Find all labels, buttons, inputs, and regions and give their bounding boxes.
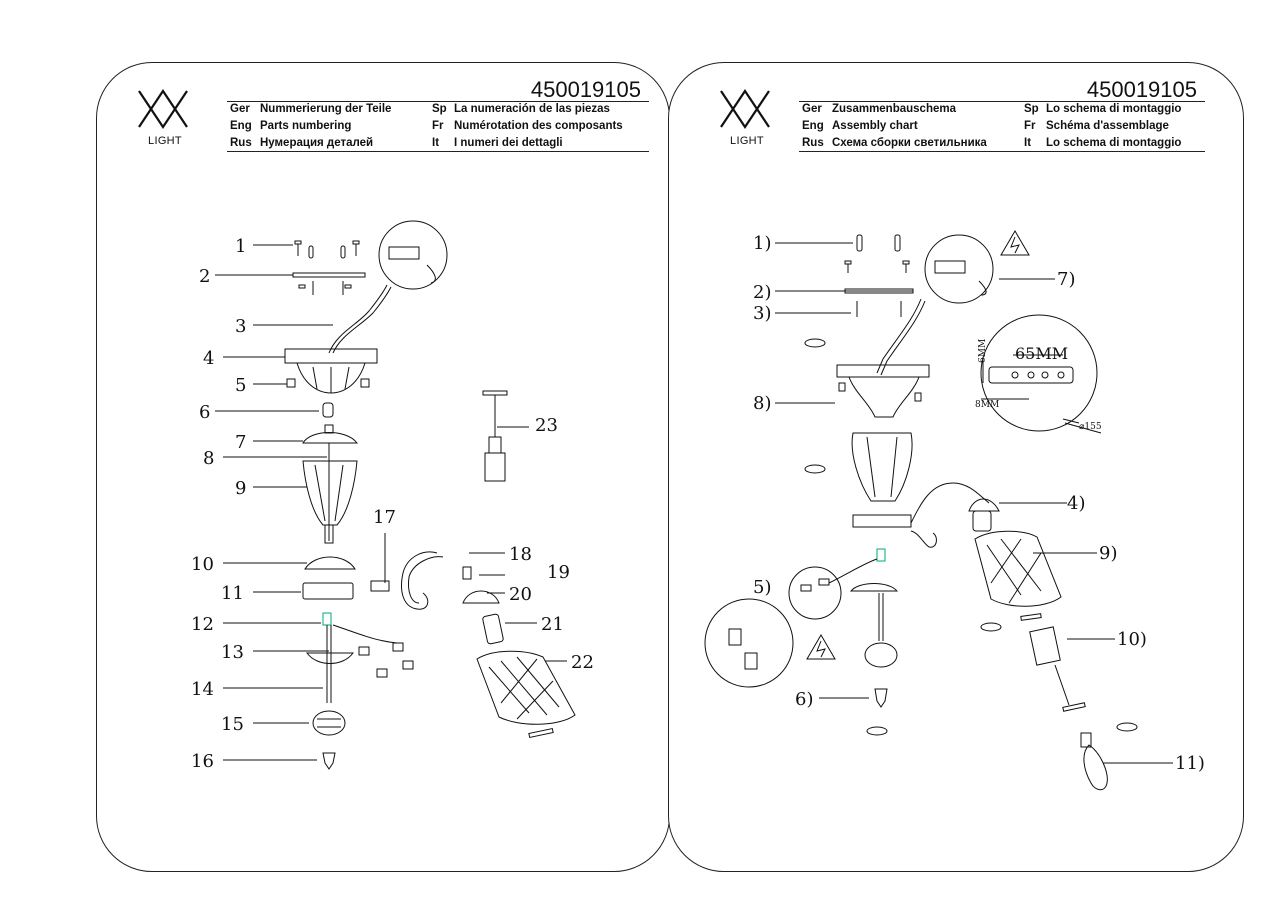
part-21-socket: [482, 613, 504, 645]
exploded-parts-drawing: 1 2 3 4 5 6 7 8 9 10 11 12 13 14 15 16 1…: [191, 220, 594, 772]
article-number: 450019105: [1086, 77, 1197, 102]
callout-5: 5: [235, 375, 246, 396]
callout-2: 2): [753, 282, 771, 303]
callout-9: 9): [1099, 543, 1117, 564]
part-1-screws: [294, 240, 360, 259]
part-19-nipple: [462, 566, 472, 580]
part-6-coupling: [322, 402, 334, 418]
callout-9: 9: [235, 478, 246, 499]
logo-text: LIGHT: [148, 135, 182, 147]
part-11-ring: [302, 582, 354, 600]
callout-17: 17: [373, 507, 396, 528]
dimension-diameter: ⌀155: [1079, 422, 1102, 432]
callout-8: 8): [753, 393, 771, 414]
part-18-arm: [401, 551, 438, 610]
callout-8: 8: [203, 448, 214, 469]
callout-4: 4): [1067, 493, 1085, 514]
part-10-cup: [304, 556, 356, 570]
callout-16: 16: [191, 751, 214, 772]
callout-4: 4: [203, 348, 214, 369]
dimension-offset: 8MM: [975, 400, 999, 410]
part-20-cup: [462, 590, 500, 604]
header-rule-bottom: [799, 151, 1205, 152]
part-15-ball: [312, 710, 346, 736]
part-12-14-stem: [306, 612, 414, 703]
part-16-finial: [322, 752, 336, 770]
part-5-nut: [286, 378, 296, 388]
callout-11: 11): [1175, 753, 1205, 774]
callout-7: 7): [1057, 269, 1075, 290]
callout-11: 11: [221, 583, 244, 604]
callout-3: 3: [235, 316, 246, 337]
dimension-height: 6MM: [978, 339, 988, 363]
callout-7: 7: [235, 432, 246, 453]
callout-15: 15: [221, 714, 244, 735]
logo-text: LIGHT: [730, 135, 764, 147]
callout-12: 12: [191, 614, 214, 635]
callout-20: 20: [509, 584, 532, 605]
header-rule-top: [799, 101, 1205, 102]
callout-5: 5): [753, 577, 771, 598]
callout-13: 13: [221, 642, 244, 663]
part-7-9-body: [302, 424, 358, 544]
callout-18: 18: [509, 544, 532, 565]
mw-light-logo: [717, 83, 773, 153]
callout-23: 23: [535, 415, 558, 436]
part-3-wires: [328, 220, 448, 354]
callout-19: 19: [547, 562, 570, 583]
callout-6: 6: [199, 402, 210, 423]
callout-3: 3): [753, 303, 771, 324]
part-17-connector: [370, 580, 390, 592]
callout-1: 1): [753, 233, 771, 254]
callout-1: 1: [235, 236, 246, 257]
header-rule-top: [227, 101, 649, 102]
header-rule-bottom: [227, 151, 649, 152]
part-4-canopy: [284, 348, 378, 394]
callout-22: 22: [571, 652, 594, 673]
callout-14: 14: [191, 679, 214, 700]
part-2-mounting-plate: [292, 272, 366, 295]
part-23-tool: [482, 390, 508, 482]
mw-light-logo: [135, 83, 191, 153]
callout-10: 10): [1117, 629, 1147, 650]
callout-6: 6): [795, 689, 813, 710]
article-number: 450019105: [530, 77, 641, 102]
callout-2: 2: [199, 266, 210, 287]
part-22-shade: [476, 650, 576, 739]
callout-21: 21: [541, 614, 564, 635]
callout-10: 10: [191, 554, 214, 575]
assembly-drawing: 1) 2) 3) 4) 5) 6) 7) 8) 9) 10) 11) 65MM …: [704, 230, 1205, 791]
dimension-width: 65MM: [1015, 344, 1068, 363]
